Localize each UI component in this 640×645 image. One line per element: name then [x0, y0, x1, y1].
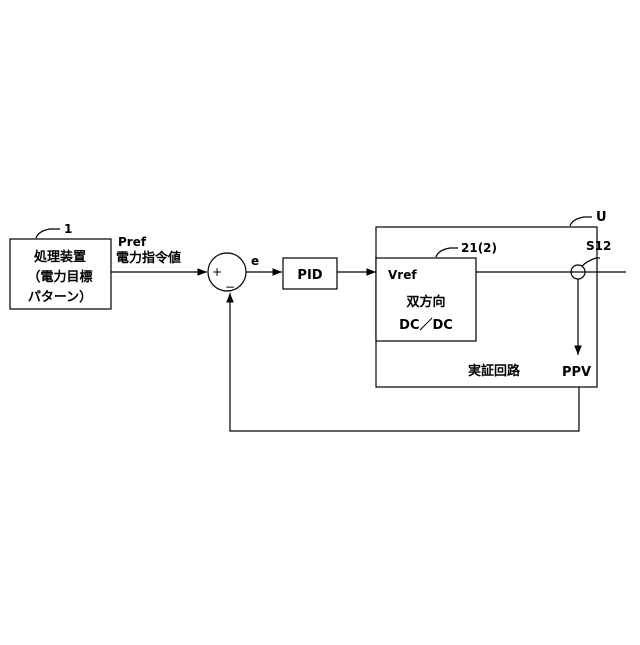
processing-device-ref-number: 1: [64, 222, 72, 236]
pid-label: PID: [297, 268, 322, 283]
unit-u-leader-line: [570, 217, 592, 226]
summing-junction: + −: [208, 253, 246, 294]
converter-ref-number: 21(2): [461, 241, 497, 255]
converter-line2: DC／DC: [399, 317, 453, 333]
processing-device-leader-line: [36, 229, 60, 238]
processing-device-line1: 処理装置: [33, 249, 86, 265]
summing-minus-sign: −: [225, 280, 235, 294]
pref-description: 電力指令値: [116, 250, 181, 266]
pid-block: PID: [283, 258, 337, 289]
ppv-label: PPV: [562, 365, 591, 380]
sensor-label: S12: [586, 239, 611, 253]
converter-line1: 双方向: [406, 294, 445, 310]
unit-u-label: U: [596, 210, 607, 225]
summing-plus-sign: +: [212, 265, 222, 279]
processing-device-line3: パターン）: [28, 289, 92, 305]
pref-label: Pref: [118, 235, 147, 249]
demonstration-circuit-label: 実証回路: [468, 363, 521, 379]
vref-label: Vref: [388, 268, 417, 282]
error-label: e: [251, 254, 259, 268]
processing-device-line2: （電力目標: [27, 269, 92, 285]
processing-device-block: 処理装置 （電力目標 パターン） 1: [10, 222, 111, 309]
